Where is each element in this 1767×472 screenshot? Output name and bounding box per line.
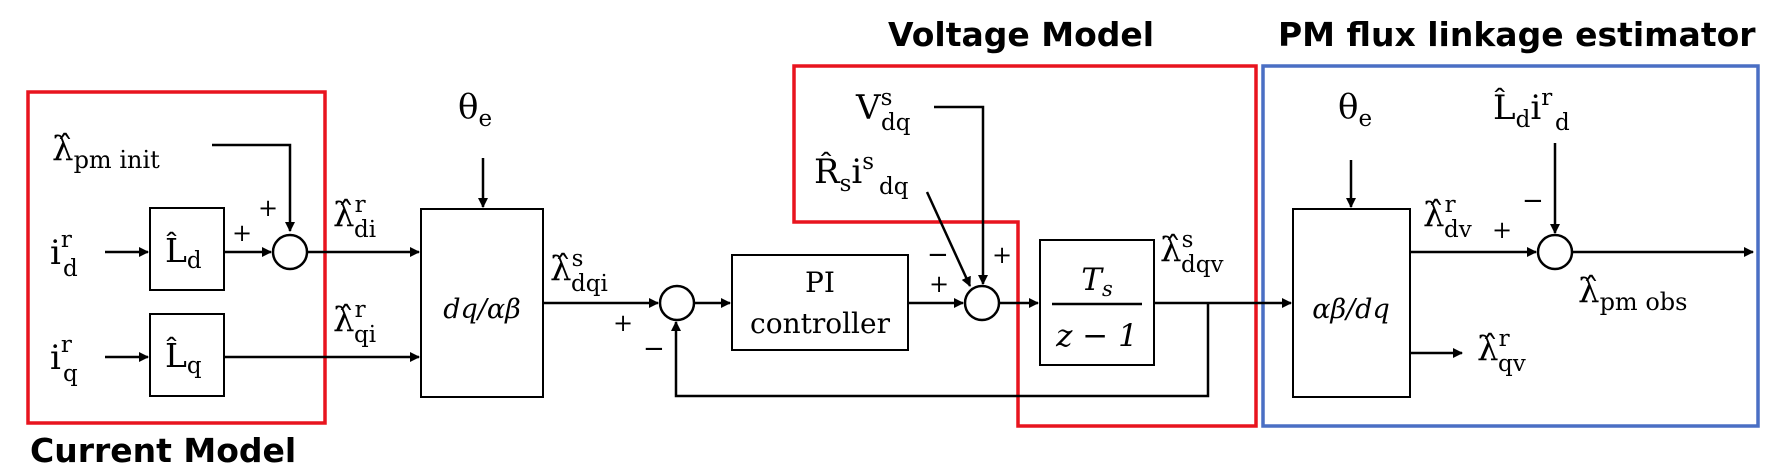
dq-to-alphabeta-label: dq/αβ [443, 294, 521, 325]
lq-block [149, 313, 225, 397]
lambda-pm-init-label: λ̂pm init [52, 129, 160, 174]
sum-junction-2 [658, 284, 696, 322]
integrator-denominator: z − 1 [1055, 318, 1138, 354]
lq-block-label: L̂q [165, 335, 202, 379]
sum4-top-sign: − [1522, 186, 1544, 216]
integrator-block [1039, 239, 1155, 366]
estimator-region [1261, 64, 1760, 428]
sum2-bottom-left-sign: + [613, 309, 633, 337]
estimator-title: PM flux linkage estimator [1278, 15, 1756, 54]
current-model-region [26, 90, 327, 425]
lambda-pm-obs-label: λ̂pm obs [1578, 271, 1687, 316]
sum1-top-sign: + [258, 194, 278, 222]
alphabeta-to-dq-label: αβ/dq [1312, 294, 1390, 325]
pi-controller-line2: controller [750, 307, 891, 340]
integrator-numerator: Ts [1081, 262, 1113, 301]
sum4-left-sign: + [1492, 216, 1512, 244]
theta-e-label-2: θe [1338, 87, 1372, 132]
pi-controller-line1: PI [805, 266, 835, 299]
ld-block [149, 207, 225, 291]
signal-wires [105, 105, 1754, 398]
sum2-bottom-sign: − [643, 334, 665, 364]
sum3-left-plus-sign: + [929, 270, 949, 298]
ld-id-r-label: L̂dird [1493, 85, 1570, 136]
sum-junction-3 [963, 284, 1001, 322]
rs-is-dq-label: R̂sisdq [814, 149, 909, 200]
sum-junction-1 [271, 233, 309, 271]
current-model-title: Current Model [30, 431, 296, 470]
voltage-model-title: Voltage Model [888, 15, 1154, 54]
sum3-top-sign: + [992, 241, 1012, 269]
sum-junction-4 [1536, 233, 1574, 271]
dq-to-alphabeta-block [420, 208, 544, 398]
sum1-left-sign: + [232, 219, 252, 247]
ld-block-label: L̂d [165, 230, 202, 274]
sum3-left-minus-sign: − [927, 240, 949, 270]
alphabeta-to-dq-block [1292, 208, 1411, 398]
pi-controller-block [731, 254, 909, 351]
voltage-model-region [792, 64, 1258, 428]
theta-e-label-1: θe [458, 87, 492, 132]
